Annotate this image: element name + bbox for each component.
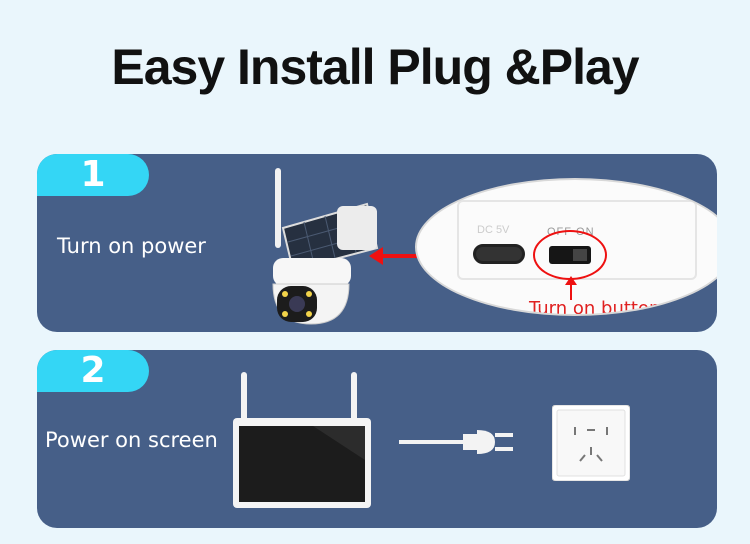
page-title: Easy Install Plug &Play: [111, 39, 639, 95]
step-1-number: 1: [37, 154, 149, 196]
power-plug-icon: [399, 430, 513, 454]
up-arrow-icon: [565, 276, 577, 300]
port-label: DC 5V: [477, 224, 510, 236]
monitor-icon: [233, 372, 371, 508]
solar-camera-icon: [272, 168, 379, 325]
pointer-arrow-icon: [369, 247, 419, 265]
step-2-number: 2: [37, 350, 149, 392]
highlight-ring: [533, 230, 607, 280]
magnified-switch-view: DC 5V OFF ON Turn on button: [415, 178, 717, 316]
step-2-panel: 2 Power on screen: [37, 350, 717, 528]
step-2-text: Power on screen: [45, 428, 218, 452]
callout-label: Turn on button: [529, 298, 661, 316]
wall-outlet-icon: [552, 405, 630, 481]
usb-c-port-icon: [473, 244, 525, 264]
step-1-text: Turn on power: [57, 234, 206, 258]
step-1-panel: 1 Turn on power DC 5V OFF ON Turn on b: [37, 154, 717, 332]
